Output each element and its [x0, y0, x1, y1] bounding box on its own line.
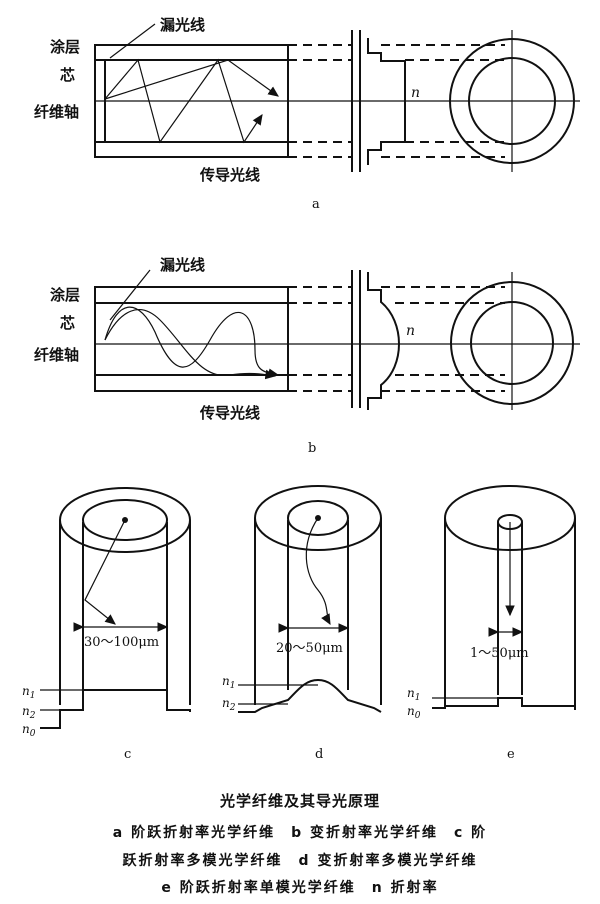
fiber-a-core-label: 芯: [60, 66, 75, 84]
fiber-c-ray: [84, 519, 126, 625]
svg-text:n2: n2: [222, 696, 236, 713]
figure-e: 1～50μm n1 n0 e: [407, 485, 576, 762]
fiber-b-leak-label: 漏光线: [160, 256, 205, 274]
svg-text:n2: n2: [22, 704, 36, 721]
fiber-a-leak-pointer: [109, 23, 156, 59]
svg-text:n0: n0: [22, 722, 36, 739]
fiber-a-guided-label: 传导光线: [199, 166, 260, 184]
fiber-d-sub-label: d: [315, 747, 323, 762]
fiber-b-core-label: 芯: [60, 314, 75, 332]
figure-d: 20～50μm n1 n2 d: [222, 485, 382, 762]
fiber-b-index-profile: [367, 272, 400, 410]
fiber-e-index-profile: [432, 697, 576, 710]
fiber-a-guided-ray: [104, 58, 263, 144]
fiber-a-n-label: n: [411, 85, 420, 101]
svg-text:n1: n1: [22, 684, 35, 701]
fiber-a-index-profile: [367, 38, 406, 165]
fiber-d-index-profile: [238, 678, 382, 713]
caption-title: 光学纤维及其导光原理: [219, 792, 380, 810]
fiber-b-guided-ray: [104, 306, 280, 378]
fiber-b-sub-label: b: [308, 441, 316, 456]
fiber-b-n-label: n: [406, 323, 415, 339]
fiber-b-leak-ray: [104, 309, 277, 380]
caption-line-3: e 阶跃折射率单模光学纤维 n 折射率: [161, 880, 439, 896]
caption-line-2: 跃折射率多模光学纤维 d 变折射率多模光学纤维: [122, 853, 478, 869]
figure-a: 漏光线 涂层 芯 纤维轴 传导光线 n a: [34, 16, 580, 212]
caption-line-1: a 阶跃折射率光学纤维 b 变折射率光学纤维 c 阶: [112, 825, 488, 841]
fiber-a-axis-label: 纤维轴: [34, 103, 79, 121]
figure-b: 漏光线 涂层 芯 纤维轴 传导光线 n b: [34, 256, 580, 456]
fiber-d-size-label: 20～50μm: [276, 641, 343, 656]
fiber-c-size-label: 30～100μm: [84, 635, 159, 650]
fiber-d-core-top: [287, 500, 349, 536]
figure-c: 30～100μm n1 n2 n0 c: [22, 487, 191, 762]
svg-text:n1: n1: [407, 686, 420, 703]
fiber-a-leak-label: 漏光线: [160, 16, 205, 34]
fiber-a-leak-ray: [104, 59, 279, 100]
fiber-b-guided-label: 传导光线: [199, 404, 260, 422]
fiber-c-n1: n: [22, 684, 30, 698]
fiber-b-leak-pointer: [109, 269, 151, 321]
fiber-c-core-top: [82, 499, 168, 541]
svg-text:n0: n0: [407, 704, 421, 721]
svg-text:n1: n1: [222, 674, 235, 691]
fiber-b-cladding-label: 涂层: [50, 286, 80, 304]
fiber-c-index-profile: [40, 689, 191, 729]
fiber-e-sub-label: e: [507, 747, 515, 762]
fiber-a-sub-label: a: [312, 197, 320, 212]
fiber-d-ray: [305, 517, 331, 626]
fiber-e-size-label: 1～50μm: [470, 646, 529, 661]
fiber-b-outer: [94, 286, 289, 392]
fiber-b-axis-label: 纤维轴: [34, 346, 79, 364]
fiber-c-sub-label: c: [124, 747, 131, 762]
fiber-a-cladding-label: 涂层: [50, 38, 80, 56]
